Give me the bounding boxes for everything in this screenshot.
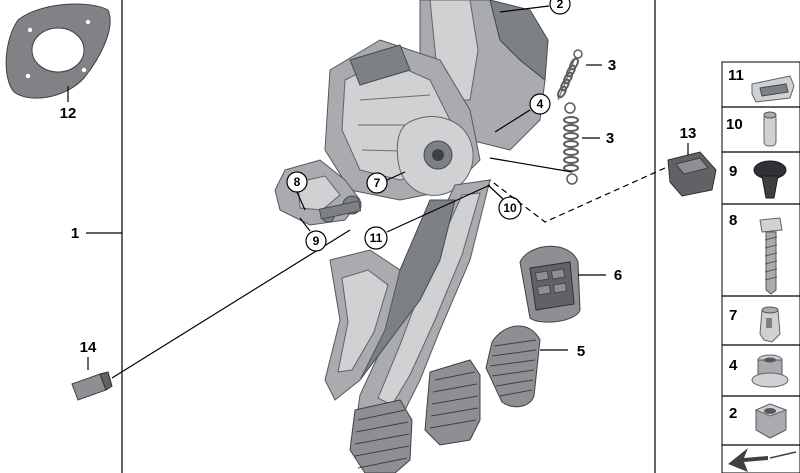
parts-panel: 11 10 9 8	[721, 61, 800, 473]
callout-11-circle	[364, 226, 388, 250]
parts-panel-border	[721, 61, 800, 473]
bushing-icon	[759, 306, 781, 343]
expanding-rivet-icon	[753, 160, 787, 199]
leader-9	[299, 217, 311, 232]
bearing-bush-icon	[751, 354, 789, 388]
pin-icon	[763, 111, 777, 147]
callout-14: 14	[80, 339, 97, 356]
panel-number-4: 4	[729, 357, 738, 374]
leader-8	[296, 191, 306, 211]
callout-6: 6	[614, 267, 622, 284]
panel-number-8: 8	[729, 212, 737, 229]
callout-10: 10	[503, 201, 517, 215]
callout-1: 1	[71, 225, 79, 242]
spring-part-3-lower	[563, 102, 579, 185]
leader-10	[487, 184, 504, 200]
callout-5: 5	[577, 343, 585, 360]
gasket-part-12	[5, 3, 111, 99]
callout-4: 4	[537, 97, 544, 111]
pedal-box-assembly	[274, 0, 549, 473]
callout-4-circle	[529, 93, 551, 115]
callout-2: 2	[557, 0, 564, 11]
pedal-pad-part-6	[519, 245, 581, 323]
leader-14-to-assembly	[111, 229, 351, 379]
clip-icon	[751, 75, 795, 103]
callout-7: 7	[374, 176, 381, 190]
callout-9: 9	[313, 234, 320, 248]
leader-3-lower-to-assembly	[489, 157, 573, 173]
callout-13: 13	[680, 125, 697, 142]
callout-10-circle	[498, 196, 522, 220]
pedal-pad-part-5	[485, 325, 541, 408]
spring-part-3-upper	[557, 49, 583, 101]
screw-icon	[759, 217, 783, 295]
panel-number-7: 7	[729, 307, 737, 324]
leader-13-to-assembly	[489, 167, 666, 223]
hex-nut-icon	[754, 403, 788, 439]
callout-3-lower: 3	[606, 130, 614, 147]
leader-2	[499, 5, 550, 13]
arrow-icon	[728, 448, 797, 472]
callout-2-circle	[549, 0, 571, 15]
leader-11	[386, 184, 491, 233]
leader-7	[386, 171, 406, 181]
leader-4	[494, 109, 531, 133]
panel-number-9: 9	[729, 163, 737, 180]
callout-7-circle	[366, 172, 388, 194]
sensor-part-14	[71, 371, 113, 401]
callout-8: 8	[294, 175, 301, 189]
panel-number-10: 10	[726, 116, 743, 133]
callout-9-circle	[305, 230, 327, 252]
callout-12: 12	[60, 105, 77, 122]
panel-number-11: 11	[728, 67, 744, 84]
callout-11: 11	[370, 231, 383, 245]
connector-part-13	[667, 151, 717, 197]
panel-number-2: 2	[729, 405, 737, 422]
callout-3-upper: 3	[608, 57, 616, 74]
